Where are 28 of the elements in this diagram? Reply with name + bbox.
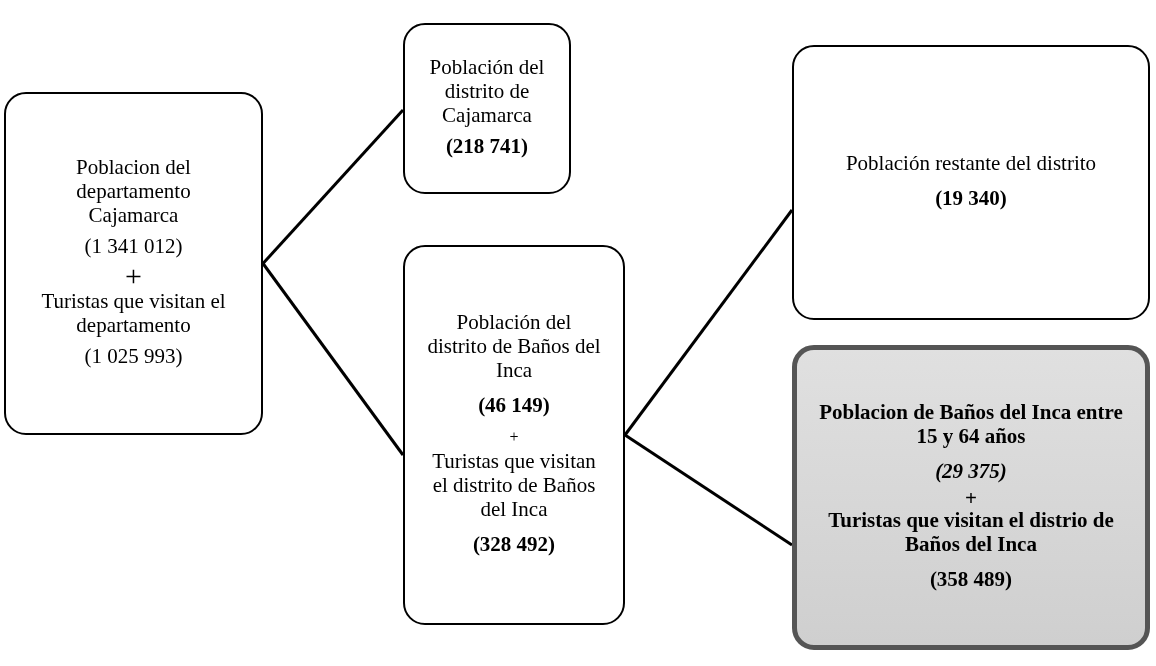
connector-line <box>261 109 405 265</box>
node-text: Población restante del distrito <box>845 150 1097 175</box>
population-figure: (46 149) <box>478 391 550 419</box>
node-text: Población del distrito de Cajamarca <box>428 54 546 127</box>
text-box <box>4 92 263 435</box>
connector-line <box>623 209 794 436</box>
connector-line <box>261 262 405 456</box>
population-figure: Turistas que visitan el departamento <box>40 288 227 337</box>
node-text: (328 492) <box>472 531 556 558</box>
population-figure: (1 341 012) <box>84 233 183 260</box>
text-box <box>792 45 1150 320</box>
population-figure: Turistas que visitan el distrio de Baños del Inca <box>827 507 1115 556</box>
node-text: (358 489) <box>929 565 1013 593</box>
node-text: + <box>509 427 519 447</box>
population-figure: Turistas que visitan el distrito de Baños del Inca <box>431 449 597 521</box>
node-text: + <box>965 487 977 508</box>
text-box <box>403 23 571 194</box>
node-text: + <box>125 262 142 289</box>
population-figure: (29 375) <box>935 458 1007 485</box>
text-box <box>403 245 625 625</box>
node-text: Población del distrito de Baños del Inca <box>426 309 602 382</box>
connector-line <box>624 433 793 547</box>
node-text: Poblacion de Baños del Inca entre 15 y 64 años <box>818 400 1124 448</box>
node-text: (1 025 993) <box>84 342 183 370</box>
node-text: Poblacion del departamento Cajamarca <box>75 155 192 227</box>
population-figure: (218 741) <box>445 132 529 160</box>
text-box <box>792 345 1150 650</box>
population-figure: (19 340) <box>935 184 1007 212</box>
